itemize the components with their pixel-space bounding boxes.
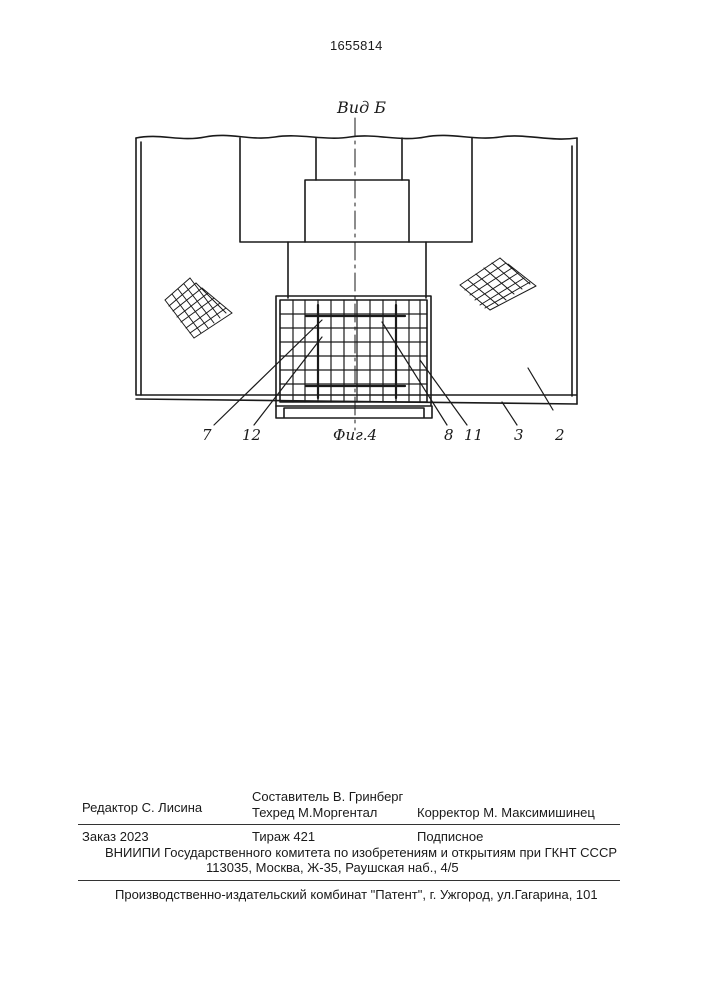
callout-3: 3 [514,427,524,443]
cassette-frame [276,296,431,406]
techred-credit: Техред М.Моргентал [252,805,377,820]
leader-3 [502,402,517,425]
leader-12 [254,337,322,425]
divider-top [78,824,620,825]
callout-2: 2 [555,427,565,443]
corrector-credit: Корректор М. Максимишинец [417,805,595,820]
cassette-base [276,406,432,418]
callout-11: 11 [464,427,483,443]
divider-bottom [78,880,620,881]
leader-7 [214,320,322,425]
upper-block-inner [316,138,402,180]
callout-8: 8 [444,427,454,443]
circulation: Тираж 421 [252,829,315,844]
lower-column [288,242,426,298]
publisher-line-2: 113035, Москва, Ж-35, Раушская наб., 4/5 [206,860,459,875]
right-mesh [460,258,536,310]
callout-7: 7 [202,427,212,443]
printer-line: Производственно-издательский комбинат "П… [115,887,598,902]
central-column [305,180,409,242]
editor-credit: Редактор С. Лисина [82,800,202,815]
callout-12: 12 [242,427,261,443]
publisher-line-1: ВНИИПИ Государственного комитета по изоб… [105,845,617,860]
left-mesh [165,278,232,338]
compiler-credit: Составитель В. Гринберг [252,789,403,804]
figure-label: Фиг.4 [333,428,377,443]
upper-block [240,138,472,242]
break-line [136,135,577,139]
cassette-grid-h [280,314,427,384]
leader-8 [382,322,447,425]
subscription-note: Подписное [417,829,483,844]
order-number: Заказ 2023 [82,829,149,844]
